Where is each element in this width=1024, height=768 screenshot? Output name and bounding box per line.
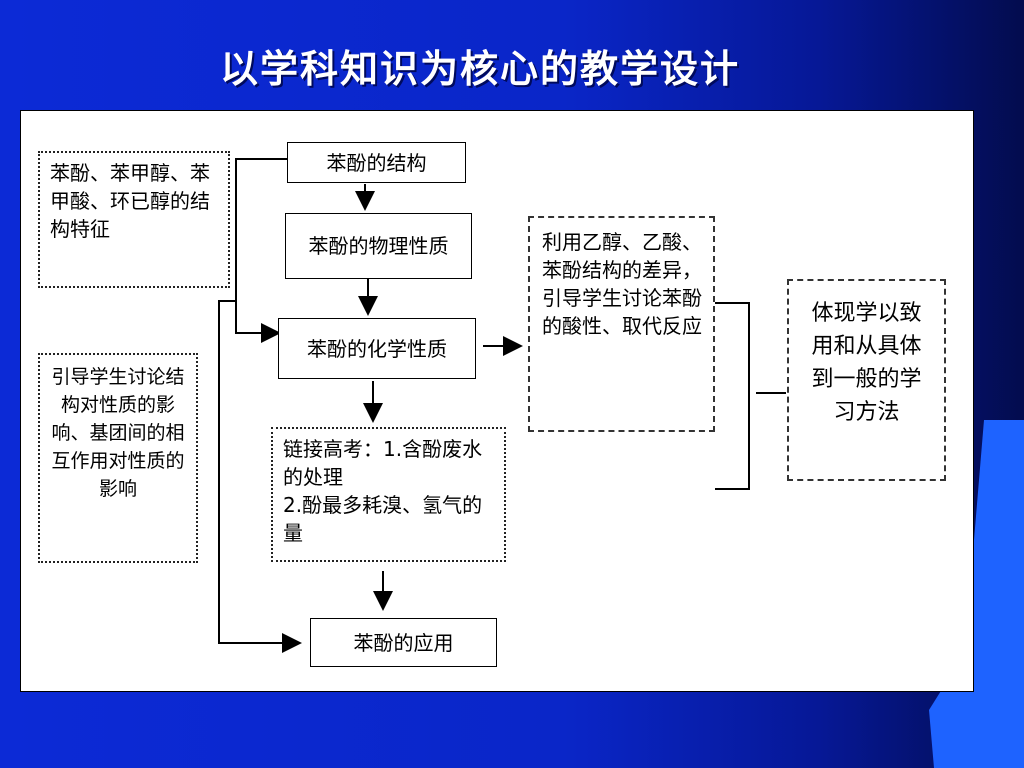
- node-structure: 苯酚的结构: [287, 142, 466, 183]
- slide-title: 以学科知识为核心的教学设计: [219, 46, 740, 91]
- node-application: 苯酚的应用: [310, 618, 497, 667]
- node-physical: 苯酚的物理性质: [285, 213, 472, 279]
- connector-lines: [218, 158, 786, 653]
- node-chemical: 苯酚的化学性质: [278, 318, 476, 379]
- node-exam: 链接高考：1.含酚废水的处理 2.酚最多耗溴、氢气的量: [271, 427, 506, 562]
- far-right-note: 体现学以致用和从具体到一般的学习方法: [787, 279, 946, 481]
- left-bottom-note: 引导学生讨论结构对性质的影响、基团间的相互作用对性质的影响: [38, 353, 198, 563]
- diagram-panel: 苯酚、苯甲醇、苯甲酸、环已醇的结构特征 引导学生讨论结构对性质的影响、基团间的相…: [20, 110, 974, 692]
- right-note: 利用乙醇、乙酸、苯酚结构的差异，引导学生讨论苯酚的酸性、取代反应: [528, 216, 715, 432]
- left-top-note: 苯酚、苯甲醇、苯甲酸、环已醇的结构特征: [38, 151, 230, 288]
